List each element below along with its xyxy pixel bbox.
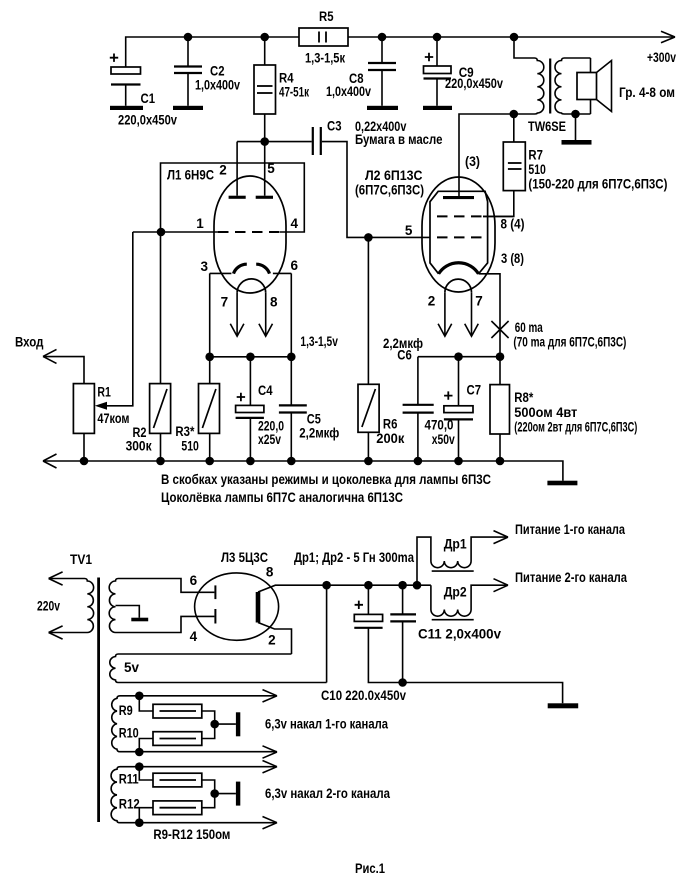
svg-text:C4: C4 xyxy=(258,383,273,398)
svg-text:R9-R12 150ом: R9-R12 150ом xyxy=(153,827,230,842)
svg-text:6,3v накал 1-го канала: 6,3v накал 1-го канала xyxy=(265,717,388,732)
svg-text:6: 6 xyxy=(291,258,299,273)
svg-text:5: 5 xyxy=(405,223,413,238)
svg-text:C7: C7 xyxy=(467,383,482,398)
svg-text:R8*: R8* xyxy=(514,390,534,405)
svg-text:(6П7С,6П3С): (6П7С,6П3С) xyxy=(355,182,424,197)
svg-text:1,3-1,5к: 1,3-1,5к xyxy=(305,51,345,66)
svg-text:7: 7 xyxy=(221,294,229,309)
svg-text:1,3-1,5v: 1,3-1,5v xyxy=(300,334,338,349)
svg-text:60 ma: 60 ma xyxy=(515,320,543,335)
svg-text:C11 2,0x400v: C11 2,0x400v xyxy=(418,627,501,642)
svg-text:Цоколёвка лампы 6П7С аналогичн: Цоколёвка лампы 6П7С аналогична 6П13С xyxy=(161,490,403,505)
svg-text:4: 4 xyxy=(190,629,198,644)
svg-text:В скобках указаны режимы и цок: В скобках указаны режимы и цоколевка для… xyxy=(161,472,491,487)
svg-text:Др1; Др2 - 5 Гн 300ma: Др1; Др2 - 5 Гн 300ma xyxy=(294,550,414,565)
svg-text:Гр. 4-8 ом: Гр. 4-8 ом xyxy=(619,85,675,100)
svg-text:1: 1 xyxy=(196,216,204,231)
svg-text:C5: C5 xyxy=(307,411,321,426)
svg-text:Л2 6П13С: Л2 6П13С xyxy=(365,168,423,183)
svg-text:8: 8 xyxy=(266,565,274,580)
svg-text:(150-220 для 6П7С,6П3С): (150-220 для 6П7С,6П3С) xyxy=(528,177,667,192)
svg-text:С6: С6 xyxy=(397,347,412,362)
svg-text:Вход: Вход xyxy=(15,335,44,350)
svg-text:510: 510 xyxy=(528,162,546,177)
svg-text:3: 3 xyxy=(201,259,209,274)
svg-text:2: 2 xyxy=(428,294,436,309)
svg-text:47-51к: 47-51к xyxy=(279,85,309,100)
svg-text:300к: 300к xyxy=(126,439,152,454)
svg-text:C1: C1 xyxy=(141,91,156,106)
svg-text:8: 8 xyxy=(270,294,278,309)
svg-text:R7: R7 xyxy=(528,148,543,163)
svg-text:8 (4): 8 (4) xyxy=(501,217,525,232)
svg-text:470,0: 470,0 xyxy=(425,418,454,433)
svg-text:R11: R11 xyxy=(119,772,139,787)
svg-text:Бумага в масле: Бумага в масле xyxy=(355,132,443,147)
svg-text:C2: C2 xyxy=(210,64,225,79)
svg-text:R3*: R3* xyxy=(175,424,195,439)
svg-text:R5: R5 xyxy=(319,9,334,24)
svg-text:Л1 6Н9С: Л1 6Н9С xyxy=(167,168,214,183)
svg-text:R10: R10 xyxy=(119,726,139,741)
svg-text:R1: R1 xyxy=(97,385,111,400)
svg-text:R12: R12 xyxy=(119,797,140,812)
svg-text:R4: R4 xyxy=(279,71,294,86)
svg-text:Питание 1-го канала: Питание 1-го канала xyxy=(515,522,625,537)
svg-text:C3: C3 xyxy=(327,119,342,134)
svg-text:Питание 2-го канала: Питание 2-го канала xyxy=(515,570,627,585)
svg-text:220,0x450v: 220,0x450v xyxy=(118,113,177,128)
svg-text:(3): (3) xyxy=(465,154,480,169)
svg-text:3 (8): 3 (8) xyxy=(501,251,524,266)
svg-text:+300v: +300v xyxy=(647,50,676,65)
svg-text:C9: C9 xyxy=(459,65,474,80)
svg-text:2,2мкф: 2,2мкф xyxy=(383,336,423,351)
svg-text:Рис.1: Рис.1 xyxy=(355,861,385,876)
svg-text:R2: R2 xyxy=(133,425,147,440)
svg-text:2: 2 xyxy=(268,633,276,648)
svg-text:500ом 4вт: 500ом 4вт xyxy=(514,405,577,420)
svg-text:(220ом 2вт для 6П7С,6П3С): (220ом 2вт для 6П7С,6П3С) xyxy=(514,420,637,435)
svg-text:47ком: 47ком xyxy=(97,411,129,426)
svg-text:6,3v накал 2-го канала: 6,3v накал 2-го канала xyxy=(265,786,390,801)
svg-text:R9: R9 xyxy=(119,703,133,718)
svg-text:220v: 220v xyxy=(37,599,60,614)
svg-text:510: 510 xyxy=(181,439,199,454)
svg-text:5: 5 xyxy=(267,161,275,176)
svg-text:0,22x400v: 0,22x400v xyxy=(355,119,407,134)
svg-text:Л3 5Ц3С: Л3 5Ц3С xyxy=(221,550,268,565)
svg-text:1,0x400v: 1,0x400v xyxy=(326,84,371,99)
svg-text:5v: 5v xyxy=(124,660,139,675)
svg-text:(70 ma для 6П7С,6П3С): (70 ma для 6П7С,6П3С) xyxy=(513,335,626,350)
svg-text:Др1: Др1 xyxy=(444,537,467,552)
svg-text:220,0: 220,0 xyxy=(258,418,284,433)
svg-text:x50v: x50v xyxy=(432,432,455,447)
svg-text:TW6SE: TW6SE xyxy=(528,119,566,134)
svg-text:C10 220.0x450v: C10 220.0x450v xyxy=(321,688,406,703)
svg-text:C8: C8 xyxy=(349,71,364,86)
svg-text:4: 4 xyxy=(291,216,299,231)
svg-text:220,0x450v: 220,0x450v xyxy=(445,76,503,91)
svg-text:7: 7 xyxy=(475,294,483,309)
svg-text:R6: R6 xyxy=(383,417,398,432)
svg-text:2: 2 xyxy=(219,163,227,178)
svg-text:200к: 200к xyxy=(376,431,404,446)
svg-text:6: 6 xyxy=(190,573,198,588)
svg-text:TV1: TV1 xyxy=(70,552,92,567)
svg-text:2,2мкф: 2,2мкф xyxy=(299,425,339,440)
svg-text:Др2: Др2 xyxy=(444,585,467,600)
svg-text:x25v: x25v xyxy=(258,432,281,447)
svg-text:1,0x400v: 1,0x400v xyxy=(195,78,240,93)
